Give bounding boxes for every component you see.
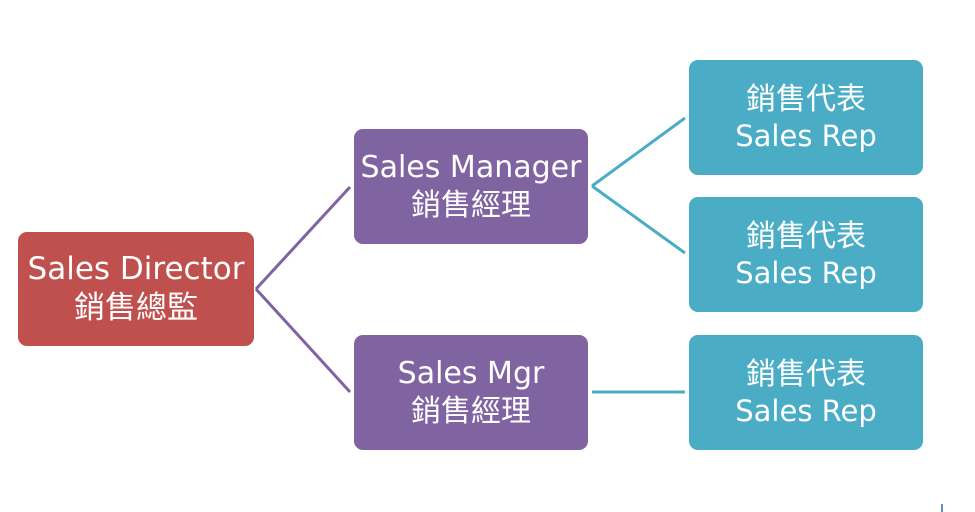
connector-manager-1-to-rep-2 xyxy=(591,184,686,255)
node-rep-2-title-zh: 銷售代表 xyxy=(746,218,866,254)
node-manager-2-title-zh: 銷售經理 xyxy=(411,393,531,429)
node-director-title-en: Sales Director xyxy=(27,251,245,288)
node-manager-1-title-en: Sales Manager xyxy=(360,150,582,185)
node-rep-2-title-en: Sales Rep xyxy=(735,256,877,291)
node-sales-rep-3: 銷售代表 Sales Rep xyxy=(689,335,923,450)
node-rep-3-title-en: Sales Rep xyxy=(735,394,877,429)
node-sales-director: Sales Director 銷售總監 xyxy=(18,232,254,346)
node-rep-3-title-zh: 銷售代表 xyxy=(746,356,866,392)
node-rep-1-title-zh: 銷售代表 xyxy=(746,81,866,117)
node-sales-rep-2: 銷售代表 Sales Rep xyxy=(689,197,923,312)
node-sales-manager-1: Sales Manager 銷售經理 xyxy=(354,129,588,244)
node-sales-rep-1: 銷售代表 Sales Rep xyxy=(689,60,923,175)
node-rep-1-title-en: Sales Rep xyxy=(735,119,877,154)
connector-director-to-manager-1 xyxy=(254,185,352,291)
node-director-title-zh: 銷售總監 xyxy=(74,290,198,326)
connector-director-to-manager-2 xyxy=(254,287,352,394)
node-manager-1-title-zh: 銷售經理 xyxy=(411,187,531,223)
connector-manager-1-to-rep-1 xyxy=(591,116,686,188)
node-sales-manager-2: Sales Mgr 銷售經理 xyxy=(354,335,588,450)
node-manager-2-title-en: Sales Mgr xyxy=(397,356,545,391)
corner-resize-mark xyxy=(941,504,943,512)
